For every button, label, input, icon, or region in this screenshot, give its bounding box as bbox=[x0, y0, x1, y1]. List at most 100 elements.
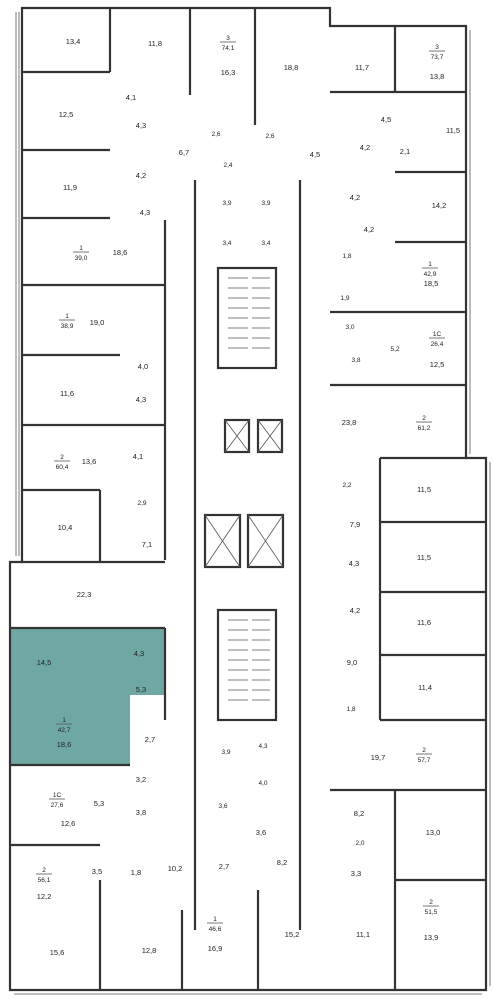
room-area-label: 14,5 bbox=[37, 658, 52, 667]
room-area-label: 3,0 bbox=[345, 324, 354, 331]
room-area-label: 3,9 bbox=[222, 200, 231, 207]
room-area-label: 18,6 bbox=[113, 248, 128, 257]
apartment-badge[interactable]: 2 61,2 bbox=[416, 415, 432, 432]
svg-text:1: 1 bbox=[79, 245, 83, 252]
apartment-badge[interactable]: 3 73,7 bbox=[429, 44, 445, 61]
room-area-label: 11,5 bbox=[417, 485, 431, 494]
room-area-label: 16,3 bbox=[221, 68, 236, 77]
room-area-label: 12,8 bbox=[142, 946, 157, 955]
left-partitions bbox=[10, 8, 260, 990]
room-area-label: 4,0 bbox=[138, 362, 148, 371]
room-area-label: 11,7 bbox=[355, 63, 369, 72]
svg-text:3: 3 bbox=[226, 35, 230, 42]
room-area-label: 3,9 bbox=[261, 200, 270, 207]
room-area-label: 2,0 bbox=[355, 840, 364, 847]
room-area-label: 3,3 bbox=[351, 869, 361, 878]
room-area-label: 3,5 bbox=[92, 867, 102, 876]
apartment-badge[interactable]: 1 39,0 bbox=[73, 245, 89, 262]
room-area-label: 11,6 bbox=[417, 618, 431, 627]
room-area-label: 1,8 bbox=[342, 253, 351, 260]
apartment-badge[interactable]: 1 42,9 bbox=[422, 261, 438, 278]
svg-text:46,6: 46,6 bbox=[209, 926, 222, 933]
highlighted-apartment[interactable] bbox=[10, 628, 165, 765]
room-area-label: 3,6 bbox=[256, 828, 266, 837]
apartment-badge[interactable]: 2 51,5 bbox=[423, 899, 439, 916]
room-area-label: 19,7 bbox=[371, 753, 386, 762]
svg-text:1: 1 bbox=[428, 261, 432, 268]
room-area-label: 4,2 bbox=[136, 171, 146, 180]
svg-text:61,2: 61,2 bbox=[418, 425, 431, 432]
room-area-label: 7,1 bbox=[142, 540, 152, 549]
room-area-label: 4,2 bbox=[350, 193, 360, 202]
svg-text:39,0: 39,0 bbox=[75, 255, 88, 262]
room-area-label: 15,6 bbox=[50, 948, 65, 957]
room-area-label: 15,2 bbox=[285, 930, 300, 939]
room-area-label: 2,1 bbox=[400, 147, 410, 156]
room-area-label: 5,3 bbox=[136, 685, 146, 694]
right-partitions bbox=[330, 26, 486, 990]
room-area-label: 3,4 bbox=[261, 240, 270, 247]
apartment-badge[interactable]: 2 60,4 bbox=[54, 454, 70, 471]
svg-text:2: 2 bbox=[429, 899, 433, 906]
room-area-label: 12,6 bbox=[61, 819, 76, 828]
room-area-label: 16,9 bbox=[208, 944, 223, 953]
apartment-badges: 3 74,1 3 73,7 1 39,0 1 42,9 1 38,9 1С 26… bbox=[36, 35, 445, 933]
room-area-label: 13,6 bbox=[82, 457, 97, 466]
room-area-label: 4,1 bbox=[133, 452, 143, 461]
apartment-badge[interactable]: 1 42,7 bbox=[56, 717, 72, 734]
room-area-label: 11,5 bbox=[417, 553, 431, 562]
room-area-label: 4,2 bbox=[360, 143, 370, 152]
room-area-label: 23,8 bbox=[342, 418, 357, 427]
room-area-label: 8,2 bbox=[354, 809, 364, 818]
room-area-label: 11,8 bbox=[148, 39, 162, 48]
room-area-label: 8,2 bbox=[277, 858, 287, 867]
room-area-label: 12,2 bbox=[37, 892, 52, 901]
room-area-label: 4,3 bbox=[136, 121, 146, 130]
room-area-label: 5,3 bbox=[94, 799, 104, 808]
svg-text:1С: 1С bbox=[433, 331, 442, 338]
apartment-badge[interactable]: 1 46,6 bbox=[207, 916, 223, 933]
room-area-label: 4,0 bbox=[258, 780, 267, 787]
room-area-label: 9,0 bbox=[347, 658, 357, 667]
room-area-label: 11,1 bbox=[356, 930, 370, 939]
room-area-label: 18,8 bbox=[284, 63, 299, 72]
room-area-label: 1,8 bbox=[131, 868, 141, 877]
room-area-label: 11,6 bbox=[60, 389, 74, 398]
building-outline bbox=[8, 6, 488, 992]
room-area-label: 22,3 bbox=[77, 590, 92, 599]
stairwell-bottom bbox=[216, 608, 278, 722]
room-area-label: 2,9 bbox=[137, 500, 146, 507]
room-area-labels: 13,4 11,8 16,3 18,8 11,7 13,8 4,1 12,5 4… bbox=[37, 37, 460, 957]
room-area-label: 14,2 bbox=[432, 201, 447, 210]
room-area-label: 13,9 bbox=[424, 933, 439, 942]
room-area-label: 5,2 bbox=[390, 346, 399, 353]
room-area-label: 2,4 bbox=[223, 162, 232, 169]
room-area-label: 2,7 bbox=[219, 862, 229, 871]
room-area-label: 2,7 bbox=[145, 735, 155, 744]
svg-text:2: 2 bbox=[42, 867, 46, 874]
room-area-label: 11,9 bbox=[63, 183, 77, 192]
room-area-label: 18,6 bbox=[57, 740, 72, 749]
svg-text:56,1: 56,1 bbox=[38, 877, 51, 884]
elevators-small bbox=[223, 418, 284, 454]
room-area-label: 1,8 bbox=[346, 706, 355, 713]
room-area-label: 11,5 bbox=[446, 126, 460, 135]
svg-text:2: 2 bbox=[422, 747, 426, 754]
room-area-label: 13,4 bbox=[66, 37, 81, 46]
room-area-label: 4,2 bbox=[364, 225, 374, 234]
apartment-badge[interactable]: 1С 26,4 bbox=[429, 331, 445, 348]
room-area-label: 13,0 bbox=[426, 828, 441, 837]
room-area-label: 4,5 bbox=[381, 115, 391, 124]
apartment-badge[interactable]: 1С 27,6 bbox=[49, 792, 65, 809]
room-area-label: 11,4 bbox=[418, 683, 432, 692]
room-area-label: 4,5 bbox=[310, 150, 320, 159]
apartment-badge[interactable]: 2 56,1 bbox=[36, 867, 52, 884]
room-area-label: 1,9 bbox=[340, 295, 349, 302]
apartment-badge[interactable]: 2 57,7 bbox=[416, 747, 432, 764]
room-area-label: 4,3 bbox=[349, 559, 359, 568]
room-area-label: 4,3 bbox=[140, 208, 150, 217]
svg-text:27,6: 27,6 bbox=[51, 802, 64, 809]
apartment-badge[interactable]: 3 74,1 bbox=[220, 35, 236, 52]
apartment-badge[interactable]: 1 38,9 bbox=[59, 313, 75, 330]
